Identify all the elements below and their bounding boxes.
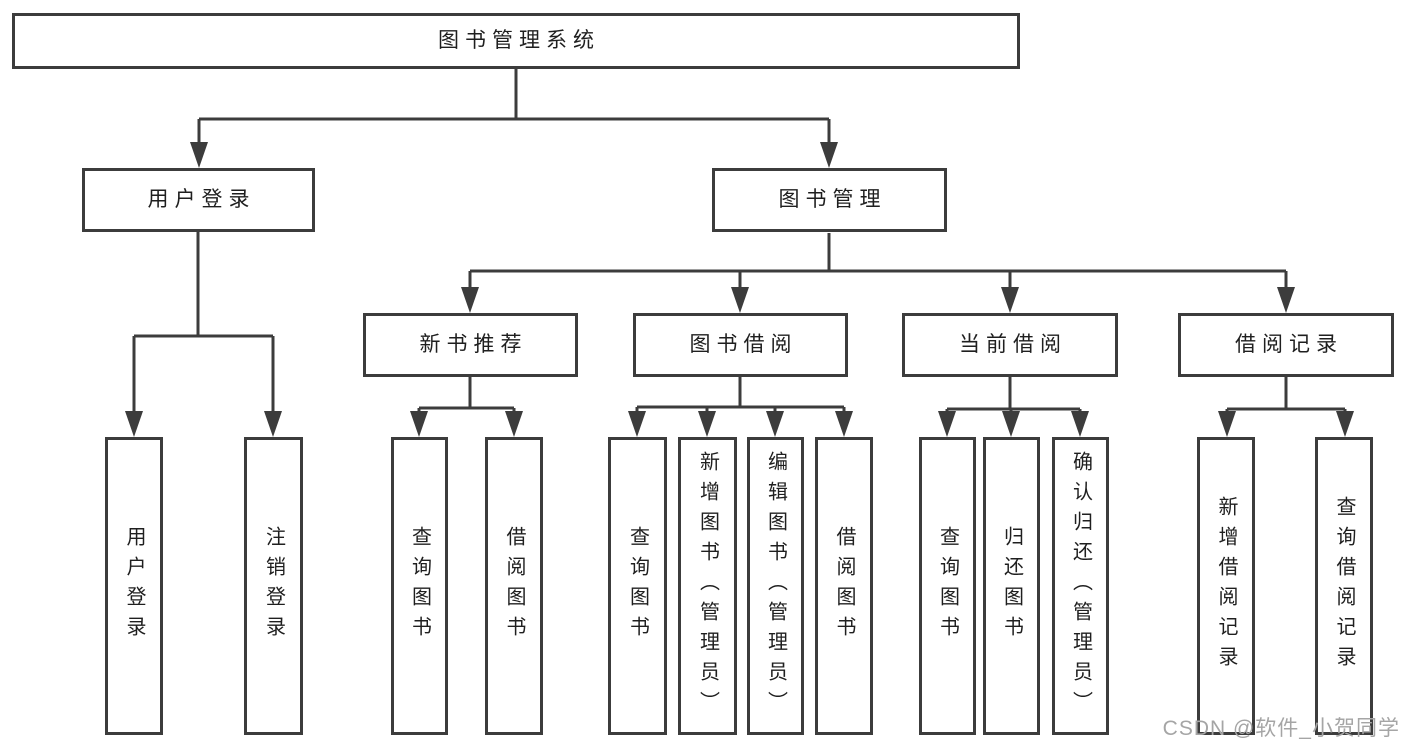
- node-root-system: 图书管理系统: [12, 13, 1020, 69]
- node-current-borrow: 当前借阅: [902, 313, 1118, 377]
- node-book-management-group: 图书管理: [712, 168, 947, 232]
- leaf-return-books: 归还图书: [983, 437, 1040, 735]
- leaf-confirm-return-admin: 确认归还（管理员）: [1052, 437, 1109, 735]
- leaf-query-books-recommend: 查询图书: [391, 437, 448, 735]
- csdn-watermark: CSDN @软件_小贺同学: [1162, 717, 1400, 740]
- leaf-borrow-books-recommend: 借阅图书: [485, 437, 543, 735]
- node-borrow-records: 借阅记录: [1178, 313, 1394, 377]
- node-book-borrow: 图书借阅: [633, 313, 848, 377]
- leaf-borrow-books: 借阅图书: [815, 437, 873, 735]
- leaf-add-borrow-record: 新增借阅记录: [1197, 437, 1255, 735]
- leaf-user-login: 用户登录: [105, 437, 163, 735]
- node-user-login-group: 用户登录: [82, 168, 315, 232]
- leaf-logout: 注销登录: [244, 437, 303, 735]
- leaf-add-books-admin: 新增图书（管理员）: [678, 437, 737, 735]
- leaf-query-books-current: 查询图书: [919, 437, 976, 735]
- leaf-query-borrow-record: 查询借阅记录: [1315, 437, 1373, 735]
- node-new-book-recommend: 新书推荐: [363, 313, 578, 377]
- leaf-query-books-borrow: 查询图书: [608, 437, 667, 735]
- leaf-edit-books-admin: 编辑图书（管理员）: [747, 437, 804, 735]
